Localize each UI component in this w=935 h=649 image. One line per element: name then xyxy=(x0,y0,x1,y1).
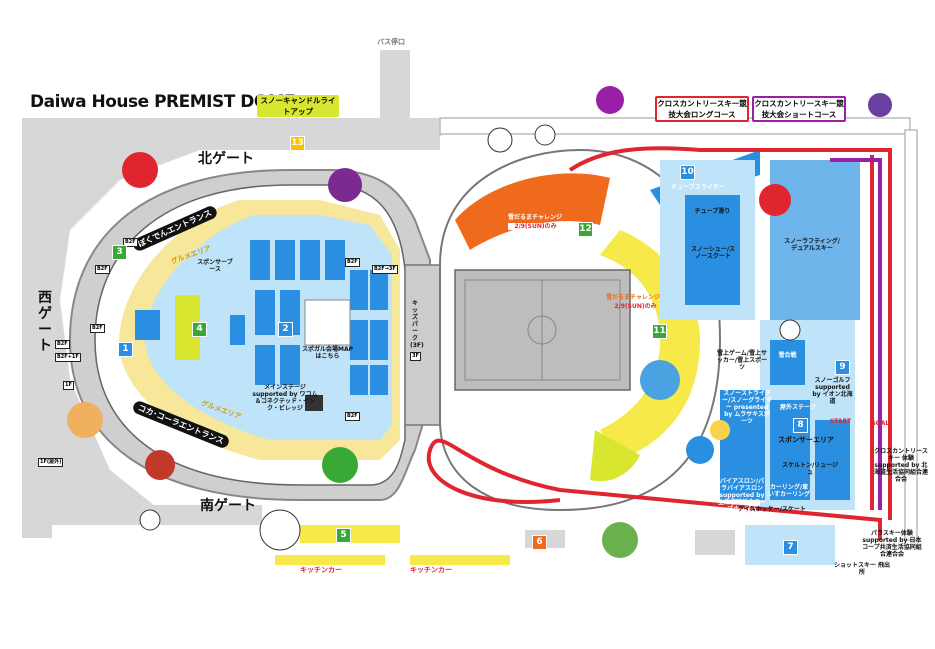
floor-label: B2F xyxy=(90,324,105,333)
north-gate-label: 北ゲート xyxy=(198,151,254,167)
course-long-north xyxy=(568,146,892,520)
floor-label: 1F xyxy=(63,381,74,390)
sponsor-area-label: スポンサーエリア xyxy=(778,436,834,444)
para-ski-label: パラスキー体験 supported by 日本コープ共済生活協同組合連合会 xyxy=(862,530,922,558)
tube-slider-label: チューブスライダー xyxy=(671,184,725,191)
right-outdoor-zone xyxy=(650,150,860,565)
snow-candle-banner: スノーキャンドルライトアップ xyxy=(257,95,339,117)
outdoor-stage-label: 屋外ステージ xyxy=(780,404,816,411)
snow-golf-label: スノーゴルフ supported by イオン北海道 xyxy=(812,377,853,405)
biathlon-label: バイアスロン/パラバイアスロン supported by 生活協同組合コープさっ… xyxy=(718,478,767,513)
floor-label: 1F(屋外) xyxy=(38,458,64,467)
ice-hockey-label: アイスホッケー/スケート xyxy=(738,506,806,513)
snow-strider-label: スノーストライダー/スノーグライダー presented by ムラサキスポーツ xyxy=(722,390,772,425)
goal-label: GOAL xyxy=(870,420,890,427)
course-short xyxy=(830,158,882,510)
sponsor-booth-label: スポンサーブース xyxy=(197,259,233,273)
area-number-5: 5 xyxy=(336,528,351,543)
floor-label: B2F xyxy=(55,340,70,349)
area-number-7: 7 xyxy=(783,540,798,555)
kita-shrine-label: 雪合戦 xyxy=(778,352,797,359)
area-number-10: 10 xyxy=(680,165,695,180)
skeleton-label: スケルトン/リュージュ xyxy=(781,462,839,476)
area-number-9: 9 xyxy=(835,360,850,375)
floor-label: B2F xyxy=(345,412,360,421)
mascot-illustrations xyxy=(67,86,892,558)
cc-long-course-banner: クロスカントリースキー競技大会ロングコース xyxy=(655,96,749,122)
floor-label: B2F+1F xyxy=(55,353,81,362)
area-number-12: 12 xyxy=(578,222,593,237)
yuki-daruma-1-date: 2/9(SUN)のみ xyxy=(508,223,563,230)
kids-park-label: キッズパーク(3F) xyxy=(410,300,424,349)
area-number-11: 11 xyxy=(652,324,667,339)
floor-label: B2F xyxy=(95,265,110,274)
area-number-8: 8 xyxy=(793,418,808,433)
area-number-3: 3 xyxy=(112,245,127,260)
yuki-daruma-2-date: 2/9(SUN)のみ xyxy=(614,303,657,310)
kitchen-car-2-label: キッチンカー xyxy=(410,566,452,574)
snow-rafting-label: スノーラフティング/デュアルスキー xyxy=(784,238,840,252)
qr-label: スポガル会場MAPはこちら xyxy=(301,346,353,360)
snowshoe-label: スノーシュー/スノースクート xyxy=(690,246,736,260)
yuki-daruma-1-label: 雪だるまチャレンジ xyxy=(508,214,562,221)
booth-blocks xyxy=(135,240,388,411)
floor-label: B2F xyxy=(123,238,138,247)
snow-activities-label: 雪上ゲーム/雪上サッカー/雪上スポーツ xyxy=(716,350,768,371)
course-long xyxy=(426,155,882,540)
west-gate-label: 西ゲート xyxy=(38,290,52,354)
area-number-4: 4 xyxy=(192,322,207,337)
venue-title: Daiwa House PREMIST DOME xyxy=(30,92,296,112)
area-number-1: 1 xyxy=(118,342,133,357)
shot-ski-label: ショットスキー 飛出所 xyxy=(833,562,891,576)
yuki-daruma-2-label: 雪だるまチャレンジ xyxy=(606,294,660,301)
kitchen-car-1-label: キッチンカー xyxy=(300,566,342,574)
south-gate-label: 南ゲート xyxy=(200,498,256,514)
floor-label: B2F→3F xyxy=(372,265,398,274)
floor-label: 3F xyxy=(410,352,421,361)
area-number-6: 6 xyxy=(532,535,547,550)
curling-label: カーリング/車いすカーリング xyxy=(768,484,811,498)
main-stage-label: メインステージ supported by ワコム＆コネクテッド・インク・ビレッジ xyxy=(252,384,318,412)
cc-short-course-banner: クロスカントリースキー競技大会ショートコース xyxy=(752,96,846,122)
bus-stop-label: バス停口 xyxy=(377,38,405,46)
cc-ski-label: クロスカントリースキー 体験 supported by 北海道生活協同組合連合会 xyxy=(873,448,928,483)
start-label: START xyxy=(829,418,852,425)
corridor xyxy=(404,264,446,426)
tube-ride-label: チューブ滑り xyxy=(694,208,731,215)
area-number-13: 13 xyxy=(290,136,305,151)
bottom-strip xyxy=(275,525,835,565)
area-number-2: 2 xyxy=(278,322,293,337)
floor-label: B2F xyxy=(345,258,360,267)
